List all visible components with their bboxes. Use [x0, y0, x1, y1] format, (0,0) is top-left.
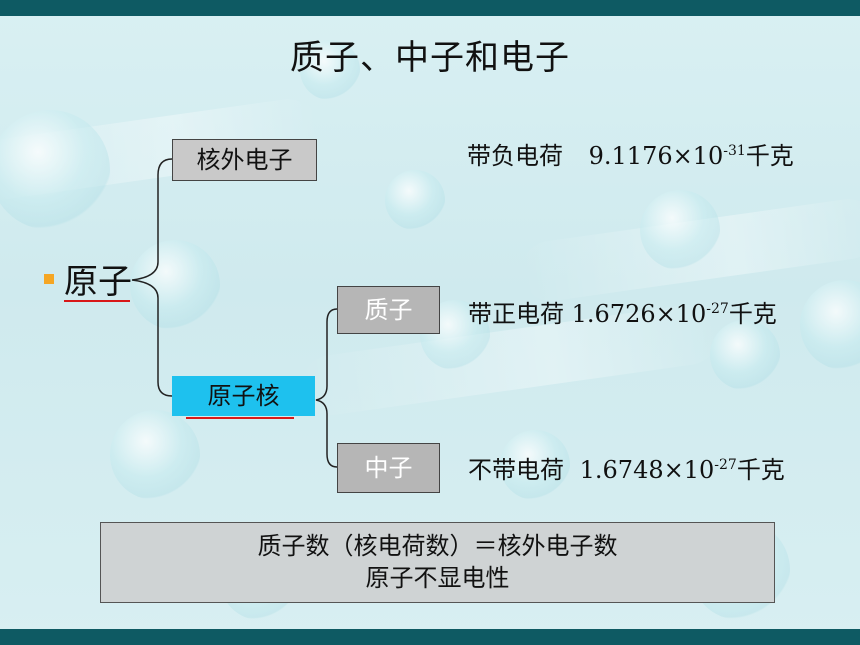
summary-line-1: 质子数（核电荷数）＝核外电子数 — [257, 532, 618, 560]
electron-mass-mantissa: 9.1176×10 — [588, 142, 724, 170]
electron-box: 核外电子 — [172, 139, 317, 181]
neutron-charge: 不带电荷 — [468, 456, 564, 484]
atom-underline — [64, 300, 130, 302]
proton-mass-exponent: -27 — [706, 301, 729, 317]
background-bubble — [300, 40, 360, 100]
proton-info: 带正电荷 1.6726×10-27千克 — [468, 294, 777, 329]
background-bubble — [500, 430, 570, 500]
background-bubble — [385, 170, 445, 230]
atom-bracket — [131, 158, 173, 397]
proton-charge: 带正电荷 — [468, 300, 564, 328]
top-frame-bar — [0, 0, 860, 16]
summary-box: 质子数（核电荷数）＝核外电子数 原子不显电性 — [100, 522, 775, 603]
neutron-mass-unit: 千克 — [736, 456, 785, 484]
neutron-box: 中子 — [337, 443, 440, 493]
electron-mass-unit: 千克 — [745, 142, 794, 170]
slide-title: 质子、中子和电子 — [290, 38, 570, 78]
neutron-mass-exponent: -27 — [714, 457, 737, 473]
neutron-mass-mantissa: 1.6748×10 — [579, 456, 715, 484]
nucleus-box: 原子核 — [172, 376, 315, 416]
neutron-info: 不带电荷 1.6748×10-27千克 — [468, 450, 785, 485]
proton-mass-unit: 千克 — [728, 300, 777, 328]
background-bubble — [130, 240, 220, 330]
proton-box: 质子 — [337, 286, 440, 334]
nucleus-underline — [186, 417, 294, 419]
summary-line-2: 原子不显电性 — [365, 564, 510, 592]
bullet-square-icon — [44, 274, 54, 284]
background-bubble — [0, 110, 110, 230]
electron-mass-exponent: -31 — [723, 143, 746, 159]
bottom-frame-bar — [0, 629, 860, 645]
background-bubble — [110, 410, 200, 500]
electron-info: 带负电荷 9.1176×10-31千克 — [467, 136, 794, 171]
proton-mass-mantissa: 1.6726×10 — [571, 300, 707, 328]
background-bubble — [640, 190, 720, 270]
atom-label: 原子 — [64, 262, 132, 302]
nucleus-bracket — [315, 308, 338, 468]
electron-charge: 带负电荷 — [467, 142, 563, 170]
background-bubble — [710, 320, 780, 390]
